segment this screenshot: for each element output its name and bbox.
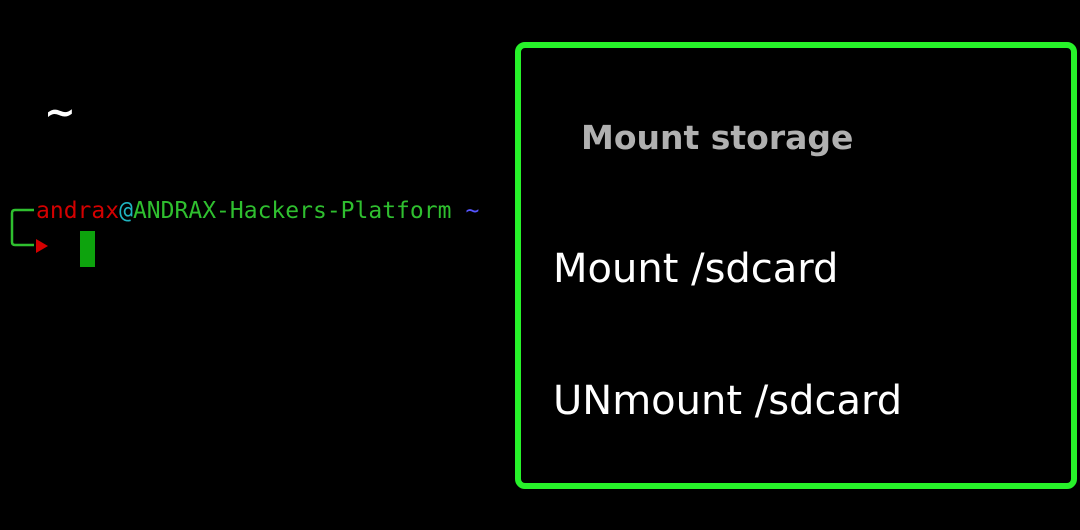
mount-storage-dialog: Mount storage Mount /sdcard UNmount /sdc…: [515, 42, 1077, 489]
prompt-at: @: [119, 198, 133, 224]
current-directory: ~: [44, 90, 76, 134]
dialog-title: Mount storage: [581, 118, 854, 157]
terminal-cursor: [80, 231, 95, 267]
shell-prompt: andrax@ANDRAX-Hackers-Platform ~: [36, 196, 479, 226]
prompt-bracket-icon: [10, 208, 48, 253]
mount-sdcard-option[interactable]: Mount /sdcard: [553, 246, 839, 292]
unmount-sdcard-option[interactable]: UNmount /sdcard: [553, 378, 903, 424]
prompt-user: andrax: [36, 198, 120, 224]
prompt-host: ANDRAX-Hackers-Platform: [132, 198, 452, 224]
prompt-path: ~: [465, 198, 480, 224]
